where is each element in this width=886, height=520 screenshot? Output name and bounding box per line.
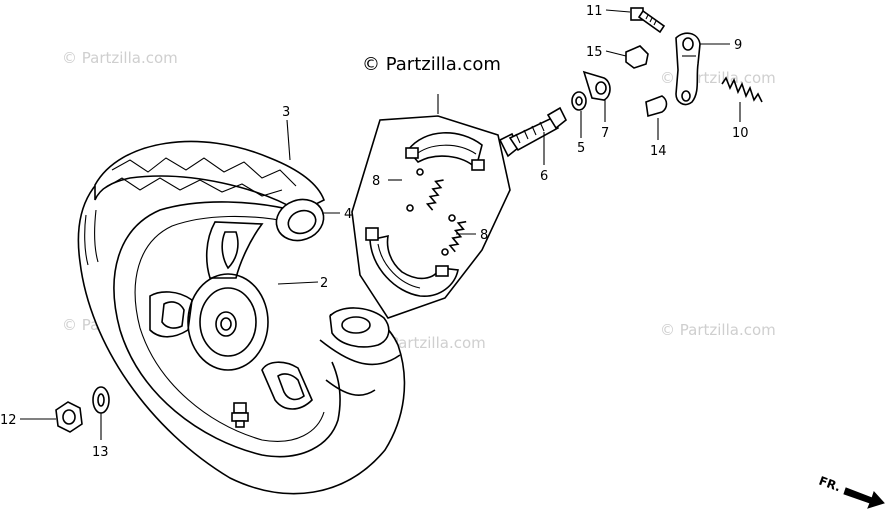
brake-cam: [498, 106, 568, 158]
brake-arm-9: [675, 32, 701, 106]
rim-outline: [113, 201, 341, 458]
brake-spring-right: [441, 214, 467, 256]
front-arrow-icon: [843, 487, 885, 509]
callout-11: 11: [586, 4, 603, 19]
bolt-11: [630, 7, 666, 34]
callout-5: 5: [577, 141, 585, 156]
brake-shoe-upper: [406, 132, 483, 170]
washer-5: [571, 91, 587, 111]
callout-7: 7: [601, 126, 609, 141]
callout-2: 2: [320, 276, 328, 291]
callout-labels: 2 3 4 5 6 7 8 8 9 10 11 12 13 14 15: [0, 4, 749, 460]
callout-13: 13: [92, 445, 109, 460]
front-label: FR.: [817, 474, 843, 495]
washer-13: [92, 386, 110, 414]
front-direction-indicator: FR.: [817, 474, 885, 509]
wheel-assembly: [77, 140, 406, 495]
callout-15: 15: [586, 45, 603, 60]
callout-8-lower: 8: [480, 228, 488, 243]
watermark-top-left: © Partzilla.com: [62, 49, 178, 67]
brake-shoe-lower: [369, 234, 459, 297]
pin-14: [645, 95, 668, 118]
tube-section: [275, 198, 325, 242]
wheel-hub: [149, 221, 313, 410]
callout-6: 6: [540, 169, 548, 184]
callout-8-upper: 8: [372, 174, 380, 189]
callout-9: 9: [734, 38, 742, 53]
callout-3: 3: [282, 105, 290, 120]
copyright-text: © Partzilla.com: [362, 54, 501, 75]
brake-shoe-bracket: [351, 115, 511, 319]
watermark-mid-right: © Partzilla.com: [660, 321, 776, 339]
callout-12: 12: [0, 413, 17, 428]
brake-shoe-set: [351, 115, 511, 319]
callout-10: 10: [732, 126, 749, 141]
spring-10: [721, 76, 763, 103]
valve-stem: [231, 402, 249, 428]
tire-cut-end: [329, 307, 390, 348]
callout-14: 14: [650, 144, 667, 159]
brake-spring-left: [406, 168, 444, 212]
joint-15: [625, 45, 649, 69]
leader-lines: [20, 9, 741, 440]
callout-4: 4: [344, 207, 352, 222]
axle-nut-12: [55, 401, 83, 433]
